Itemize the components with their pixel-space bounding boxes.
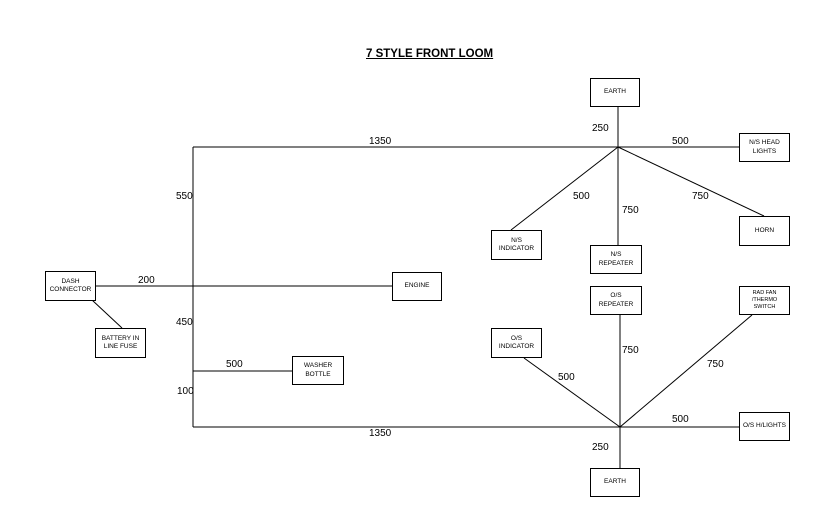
- length-horn: 750: [692, 191, 709, 202]
- length-ns-indicator: 500: [573, 191, 590, 202]
- length-mid-spine: 450: [176, 317, 193, 328]
- length-top-trunk: 1350: [369, 136, 392, 147]
- os-head-lights-box: O/S H/LIGHTS: [739, 412, 790, 441]
- earth-top-box: EARTH: [590, 78, 640, 107]
- os-repeater-box: O/S REPEATER: [590, 286, 642, 315]
- length-lower-spine: 100: [177, 386, 194, 397]
- length-dash-to-spine: 200: [138, 275, 155, 286]
- length-ns-repeater: 750: [622, 205, 639, 216]
- length-os-indicator: 500: [558, 372, 575, 383]
- os-indicator-box: O/S INDICATOR: [491, 328, 542, 358]
- length-earth-top: 250: [592, 123, 609, 134]
- battery-fuse-line: [91, 299, 123, 329]
- ns-indicator-line: [510, 146, 619, 231]
- horn-line: [617, 146, 765, 217]
- length-upper-spine: 550: [176, 191, 193, 202]
- length-os-head-lights: 500: [672, 414, 689, 425]
- length-os-repeater: 750: [622, 345, 639, 356]
- ns-head-lights-box: N/S HEAD LIGHTS: [739, 133, 790, 162]
- ns-repeater-box: N/S REPEATER: [590, 245, 642, 274]
- length-ns-head-lights: 500: [672, 136, 689, 147]
- rad-fan-box: RAD FAN /THERMO SWITCH: [739, 286, 790, 315]
- dash-connector-box: DASH CONNECTOR: [45, 271, 96, 301]
- length-bottom-trunk: 1350: [369, 428, 392, 439]
- earth-bottom-box: EARTH: [590, 468, 640, 497]
- engine-box: ENGINE: [392, 272, 442, 301]
- washer-bottle-box: WASHER BOTTLE: [292, 356, 344, 385]
- ns-indicator-box: N/S INDICATOR: [491, 230, 542, 260]
- os-indicator-line: [523, 357, 621, 428]
- diagram-title: 7 STYLE FRONT LOOM: [366, 48, 494, 60]
- rad-fan-line: [619, 314, 753, 428]
- length-earth-bottom: 250: [592, 442, 609, 453]
- horn-box: HORN: [739, 216, 790, 246]
- length-rad-fan: 750: [707, 359, 724, 370]
- battery-fuse-box: BATTERY IN LINE FUSE: [95, 328, 146, 358]
- length-washer: 500: [226, 359, 243, 370]
